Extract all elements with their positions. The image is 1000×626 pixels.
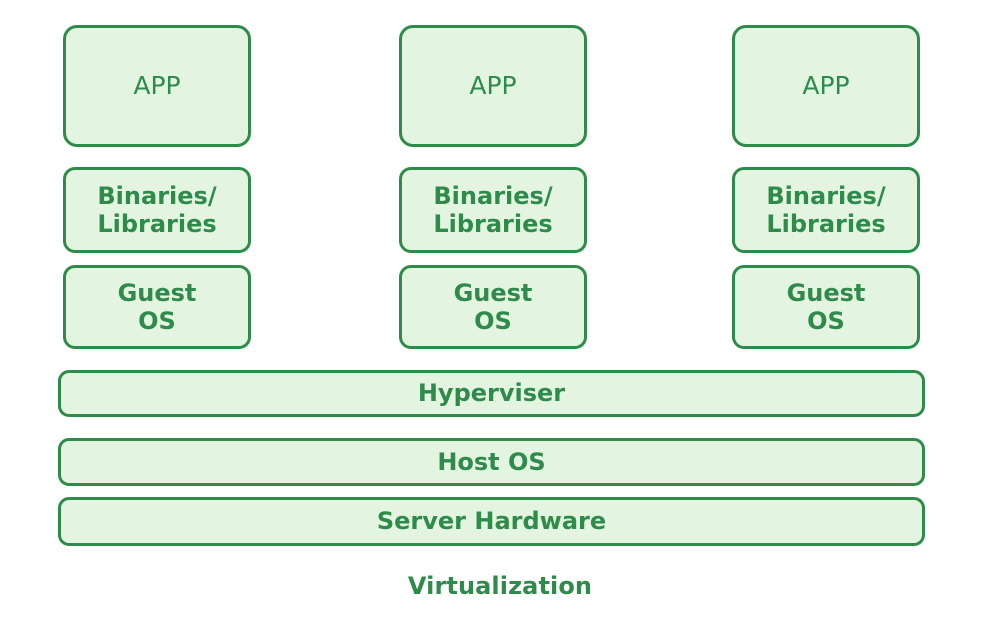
binaries-libraries-box-1: Binaries/ Libraries <box>63 167 251 253</box>
binaries-libraries-box-3: Binaries/ Libraries <box>732 167 920 253</box>
guest-os-box-1: Guest OS <box>63 265 251 349</box>
vm-stack-3: APP Binaries/ Libraries Guest OS <box>732 0 920 350</box>
vm-stack-2: APP Binaries/ Libraries Guest OS <box>399 0 587 350</box>
host-os-layer-bar: Host OS <box>58 438 925 486</box>
diagram-caption: Virtualization <box>407 572 593 600</box>
vm-stack-1: APP Binaries/ Libraries Guest OS <box>63 0 251 350</box>
vm-stacks-container: APP Binaries/ Libraries Guest OS APP Bin… <box>63 0 920 350</box>
guest-os-box-3: Guest OS <box>732 265 920 349</box>
server-hardware-layer-bar: Server Hardware <box>58 497 925 546</box>
app-box-2: APP <box>399 25 587 147</box>
hypervisor-layer-bar: Hyperviser <box>58 370 925 417</box>
guest-os-box-2: Guest OS <box>399 265 587 349</box>
app-box-3: APP <box>732 25 920 147</box>
binaries-libraries-box-2: Binaries/ Libraries <box>399 167 587 253</box>
app-box-1: APP <box>63 25 251 147</box>
